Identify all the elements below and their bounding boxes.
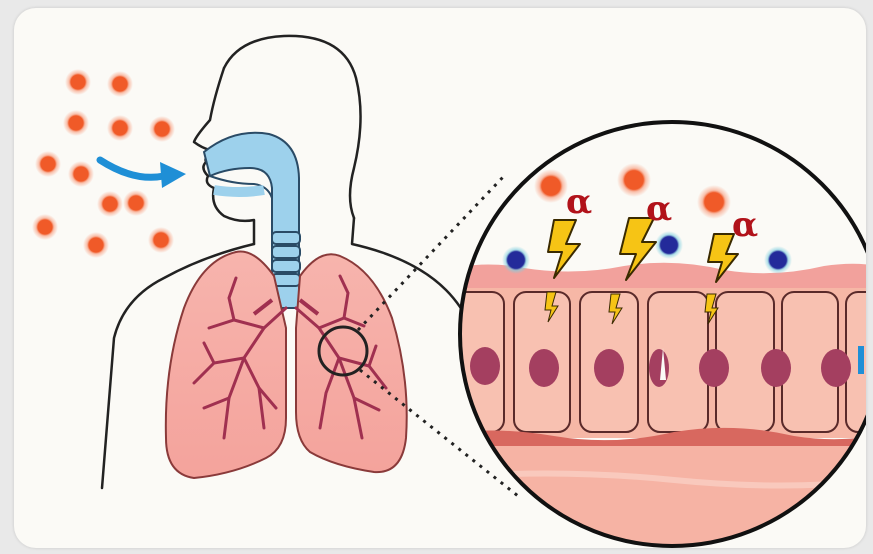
alpha-label-1: α	[566, 182, 592, 222]
edge-marker	[858, 346, 864, 374]
magnified-epithelium: α α α	[444, 122, 866, 548]
alpha-label-2: α	[646, 189, 672, 229]
inhale-arrow	[100, 160, 186, 188]
illustration-card: α α α	[14, 8, 866, 548]
alpha-label-3: α	[732, 205, 758, 245]
respiratory-exposure-diagram: α α α	[14, 8, 866, 548]
